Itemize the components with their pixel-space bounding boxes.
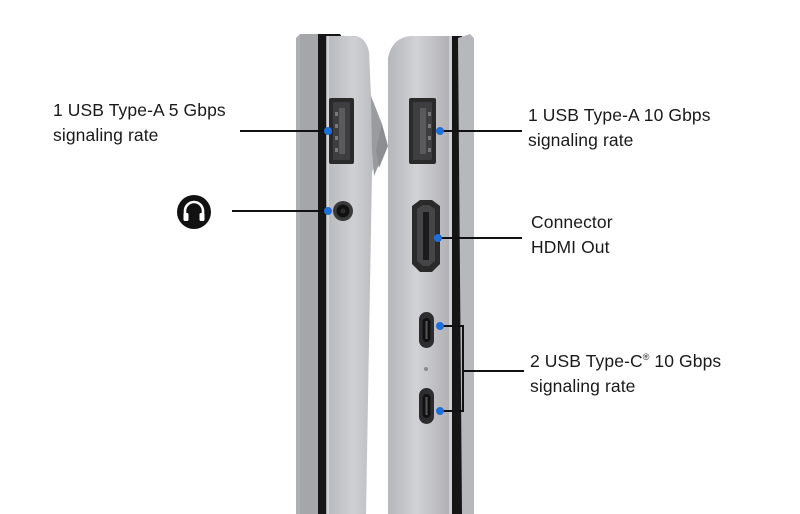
marker-usb-a-5 bbox=[324, 127, 332, 135]
marker-usb-c-2 bbox=[436, 407, 444, 415]
callout-usb-c-line1: 2 USB Type-C® 10 Gbps bbox=[530, 345, 721, 374]
marker-usb-c-1 bbox=[436, 322, 444, 330]
marker-usb-a-10 bbox=[436, 127, 444, 135]
callout-usb-a-5gbps-line1: 1 USB Type-A 5 Gbps bbox=[53, 100, 226, 120]
right-hinge bbox=[376, 124, 388, 168]
registered-mark: ® bbox=[642, 352, 650, 362]
callout-usb-a-10gbps-line2: signaling rate bbox=[528, 130, 634, 150]
right-side-view bbox=[376, 34, 474, 514]
callout-usb-c: 2 USB Type-C® 10 Gbps signaling rate bbox=[530, 345, 721, 399]
hdmi-port bbox=[412, 200, 440, 272]
port-markers bbox=[324, 127, 444, 415]
callout-usb-a-5gbps: 1 USB Type-A 5 Gbps signaling rate bbox=[53, 98, 226, 148]
callout-hdmi-line2: HDMI Out bbox=[531, 237, 610, 257]
callout-usb-c-suffix: 10 Gbps bbox=[649, 351, 722, 371]
leader-usb-c-bracket bbox=[440, 325, 464, 412]
usb-a-port-right bbox=[409, 98, 436, 164]
callout-hdmi-line1: Connector bbox=[531, 212, 613, 232]
marker-hdmi bbox=[434, 234, 442, 242]
callout-hdmi: Connector HDMI Out bbox=[531, 210, 613, 260]
usb-c-port-1 bbox=[419, 312, 434, 348]
callout-usb-c-prefix: 2 USB Type-C bbox=[530, 351, 643, 371]
headphone-jack-icon bbox=[177, 195, 211, 229]
leader-lines bbox=[232, 130, 524, 412]
audio-jack-port bbox=[333, 201, 353, 221]
callout-usb-a-10gbps-line1: 1 USB Type-A 10 Gbps bbox=[528, 105, 711, 125]
usb-c-port-2 bbox=[419, 388, 434, 424]
marker-headphone bbox=[324, 207, 332, 215]
callout-usb-c-line2: signaling rate bbox=[530, 376, 636, 396]
status-led bbox=[424, 367, 428, 371]
callout-usb-a-10gbps: 1 USB Type-A 10 Gbps signaling rate bbox=[528, 103, 711, 153]
usb-a-port-left bbox=[329, 98, 354, 164]
callout-usb-a-5gbps-line2: signaling rate bbox=[53, 125, 159, 145]
left-side-view bbox=[296, 34, 386, 514]
